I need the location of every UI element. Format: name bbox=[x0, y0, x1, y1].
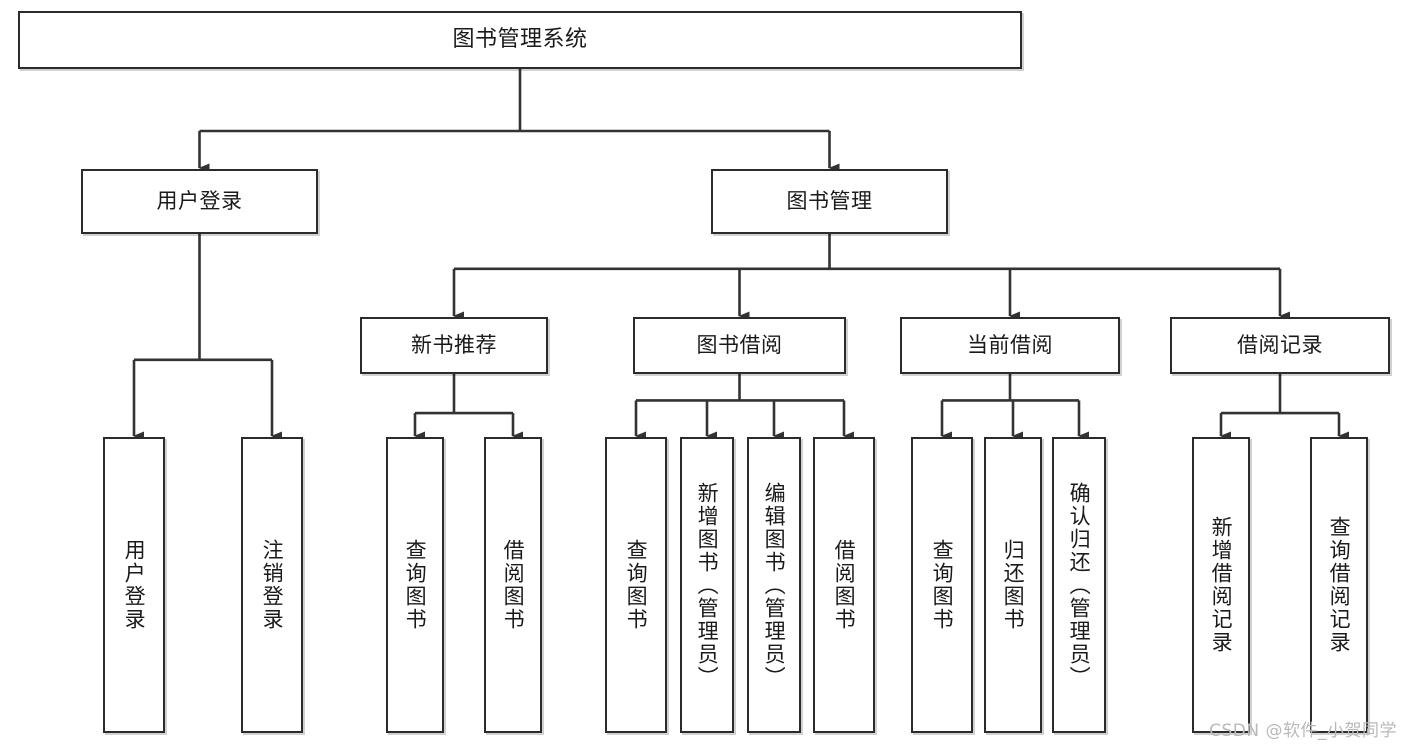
node-label: 借阅图书 bbox=[501, 539, 526, 631]
node-new-book-recommendation[interactable]: 新书推荐 bbox=[360, 317, 548, 374]
node-leaf-query-borrow-record[interactable]: 查询借阅记录 bbox=[1310, 437, 1368, 733]
node-leaf-user-login[interactable]: 用户登录 bbox=[103, 437, 165, 733]
node-label: 归还图书 bbox=[1001, 539, 1026, 631]
node-label: 注销登录 bbox=[260, 539, 285, 631]
node-label: 查询图书 bbox=[403, 539, 428, 631]
node-root-book-management-system[interactable]: 图书管理系统 bbox=[18, 11, 1022, 69]
node-leaf-borrow-book-1[interactable]: 借阅图书 bbox=[484, 437, 542, 733]
node-label: 编辑图书（管理员） bbox=[762, 481, 787, 689]
node-user-login[interactable]: 用户登录 bbox=[81, 169, 318, 234]
node-label: 查询图书 bbox=[624, 539, 649, 631]
node-borrowing-records[interactable]: 借阅记录 bbox=[1170, 317, 1390, 374]
node-book-borrowing[interactable]: 图书借阅 bbox=[633, 317, 846, 374]
node-leaf-confirm-return-admin[interactable]: 确认归还（管理员） bbox=[1052, 437, 1106, 733]
node-label: 图书借阅 bbox=[696, 333, 783, 358]
node-label: 确认归还（管理员） bbox=[1067, 481, 1092, 689]
node-current-borrowing[interactable]: 当前借阅 bbox=[900, 317, 1120, 374]
node-leaf-borrow-book-2[interactable]: 借阅图书 bbox=[813, 437, 875, 733]
node-book-management[interactable]: 图书管理 bbox=[711, 169, 948, 234]
node-label: 新书推荐 bbox=[411, 333, 497, 358]
node-label: 新增图书（管理员） bbox=[695, 481, 720, 689]
node-leaf-edit-book-admin[interactable]: 编辑图书（管理员） bbox=[747, 437, 801, 733]
node-leaf-add-book-admin[interactable]: 新增图书（管理员） bbox=[680, 437, 734, 733]
node-label: 借阅记录 bbox=[1237, 333, 1323, 358]
node-label: 图书管理 bbox=[786, 189, 873, 214]
node-label: 图书管理系统 bbox=[452, 27, 588, 53]
node-leaf-query-book-1[interactable]: 查询图书 bbox=[386, 437, 444, 733]
node-label: 用户登录 bbox=[156, 189, 243, 214]
node-label: 查询借阅记录 bbox=[1327, 516, 1352, 654]
edges-group bbox=[132, 69, 1349, 441]
node-leaf-return-book[interactable]: 归还图书 bbox=[984, 437, 1042, 733]
csdn-watermark: CSDN @软件_小贺同学 bbox=[1209, 721, 1397, 741]
node-leaf-query-book-2[interactable]: 查询图书 bbox=[605, 437, 667, 733]
node-label: 借阅图书 bbox=[832, 539, 857, 631]
node-leaf-query-book-3[interactable]: 查询图书 bbox=[911, 437, 973, 733]
node-label: 查询图书 bbox=[930, 539, 955, 631]
node-label: 新增借阅记录 bbox=[1209, 516, 1234, 654]
node-leaf-logout[interactable]: 注销登录 bbox=[241, 437, 303, 733]
node-label: 用户登录 bbox=[122, 539, 147, 631]
node-label: 当前借阅 bbox=[967, 333, 1053, 358]
node-leaf-add-borrow-record[interactable]: 新增借阅记录 bbox=[1192, 437, 1250, 733]
